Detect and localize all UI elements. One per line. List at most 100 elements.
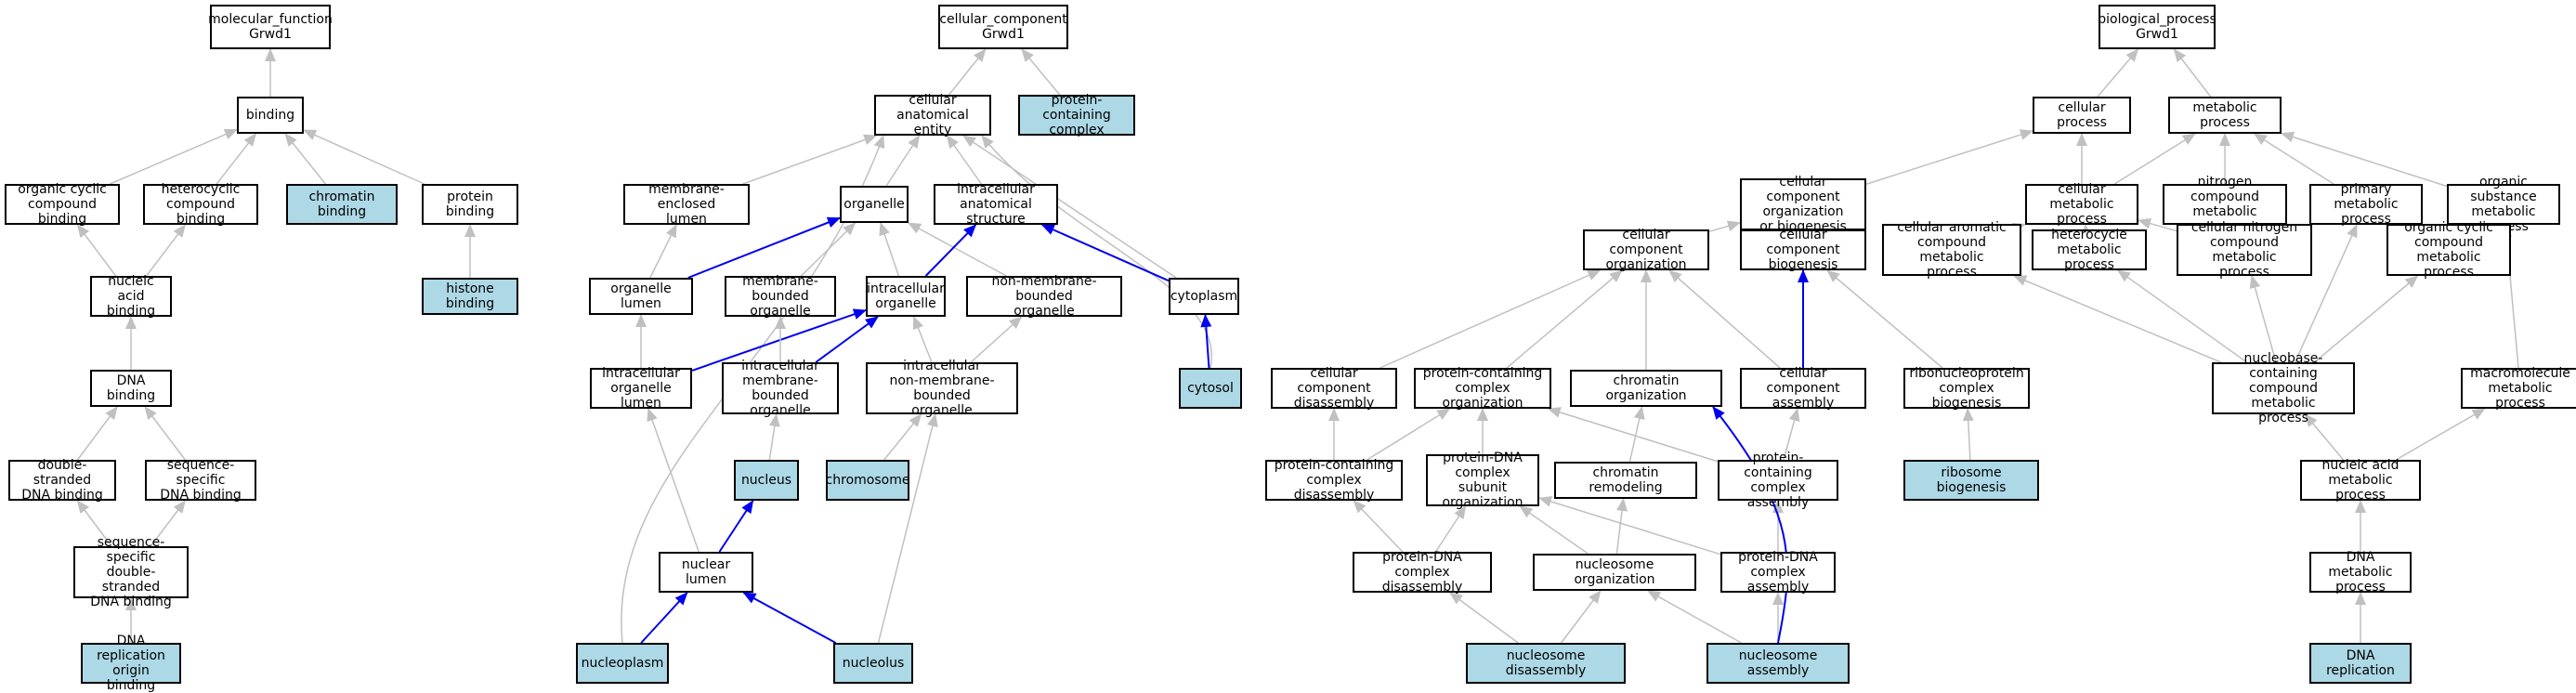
is-a-edge-cc_assembly-to-cc_organization	[1669, 270, 1780, 368]
is-a-edge-pc_organization-to-cc_organization	[1507, 270, 1622, 368]
go-term-node[interactable]: chromatin remodeling	[1554, 462, 1697, 499]
go-term-node[interactable]: metabolic process	[2168, 97, 2282, 134]
go-term-node[interactable]: protein-DNA complex disassembly	[1353, 552, 1492, 593]
is-a-edge-nucleosome_assembly-to-nucleosome_org	[1648, 591, 1742, 643]
go-term-node[interactable]: molecular_function Grwd1	[210, 5, 331, 49]
is-a-edge-intra_non_membrane-to-non_membrane	[971, 317, 1021, 362]
is-a-edge-nucleosome_disassembly-to-pdna_disassembly	[1450, 593, 1518, 643]
go-term-node[interactable]: chromatin binding	[286, 184, 398, 225]
go-term-node[interactable]: chromatin organization	[1570, 370, 1722, 407]
go-term-node[interactable]: membrane-enclosed lumen	[623, 184, 750, 225]
go-term-node[interactable]: heterocyclic compound binding	[143, 184, 258, 225]
go-term-node[interactable]: cellular component disassembly	[1271, 368, 1397, 409]
go-term-node[interactable]: ribonucleoprotein complex biogenesis	[1903, 368, 2030, 409]
go-term-node[interactable]: nucleosome organization	[1533, 554, 1696, 591]
go-term-node[interactable]: nitrogen compound metabolic process	[2163, 184, 2287, 225]
is-a-edge-cell_anat-to-cc_root	[949, 49, 986, 95]
go-term-node[interactable]: nuclear lumen	[659, 552, 753, 593]
is-a-edge-organic_subst_metabolic-to-metabolic_process	[2282, 134, 2447, 187]
go-term-node[interactable]: intracellular non-membrane-bounded organ…	[866, 362, 1018, 414]
go-term-node[interactable]: cellular component assembly	[1740, 368, 1866, 409]
go-term-node[interactable]: cellular metabolic process	[2025, 184, 2138, 225]
go-term-node[interactable]: intracellular anatomical structure	[934, 184, 1058, 225]
go-term-node[interactable]: intracellular organelle lumen	[590, 368, 692, 409]
go-term-node[interactable]: chromosome	[826, 460, 909, 501]
go-term-node[interactable]: nucleolus	[833, 643, 913, 684]
is-a-edge-nucleoplasm-to-nuclear_lumen	[641, 593, 687, 643]
go-term-node[interactable]: protein-DNA complex subunit organization	[1426, 454, 1539, 506]
is-a-edge-chromatin_binding-to-binding	[285, 134, 325, 184]
go-term-node[interactable]: intracellular membrane-bounded organelle	[722, 362, 839, 414]
go-term-node[interactable]: cellular component organization	[1583, 229, 1709, 270]
go-term-node[interactable]: non-membrane-bounded organelle	[966, 276, 1122, 317]
go-term-node[interactable]: DNA replication origin binding	[81, 643, 181, 684]
go-term-node[interactable]: nucleic acid metabolic process	[2300, 460, 2421, 501]
go-term-node[interactable]: nucleus	[734, 460, 799, 501]
go-term-node[interactable]: protein-containing complex disassembly	[1265, 460, 1403, 501]
go-term-node[interactable]: protein-containing complex	[1018, 95, 1135, 136]
is-a-edge-nucleobase-to-heterocycle_metabolic	[2118, 270, 2247, 362]
is-a-edge-nucleobase-to-cell_aromatic	[2014, 276, 2221, 362]
go-term-node[interactable]: membrane-bounded organelle	[725, 276, 836, 317]
go-term-node[interactable]: organic substance metabolic process	[2447, 184, 2560, 225]
go-term-node[interactable]: double-stranded DNA binding	[8, 460, 116, 501]
go-term-node[interactable]: cellular_component Grwd1	[938, 5, 1068, 49]
go-term-node[interactable]: DNA replication	[2309, 643, 2412, 684]
is-a-edge-nucleobase-to-cell_nitrogen	[2252, 276, 2276, 362]
go-term-node[interactable]: nucleic acid binding	[90, 276, 172, 317]
go-term-node[interactable]: cellular nitrogen compound metabolic pro…	[2177, 224, 2312, 276]
go-term-node[interactable]: sequence-specific double-stranded DNA bi…	[73, 546, 189, 598]
go-term-node[interactable]: binding	[237, 97, 304, 134]
is-a-edge-nuclear_lumen-to-intra_organelle_lumen	[648, 409, 699, 552]
go-term-node[interactable]: cellular process	[2033, 97, 2131, 134]
go-term-node[interactable]: biological_process Grwd1	[2099, 5, 2216, 49]
go-term-node[interactable]: primary metabolic process	[2309, 184, 2423, 225]
go-term-node[interactable]: protein-containing complex organization	[1414, 368, 1551, 409]
is-a-edge-chromosome-to-intra_non_membrane	[884, 414, 922, 460]
go-term-node[interactable]: nucleosome disassembly	[1466, 643, 1626, 684]
go-term-node[interactable]: ribosome biogenesis	[1903, 460, 2039, 501]
go-term-node[interactable]: cellular anatomical entity	[874, 95, 991, 136]
is-a-edge-nucleosome_disassembly-to-nucleosome_org	[1562, 591, 1601, 643]
is-a-edge-nuclear_lumen-to-nucleus	[719, 501, 752, 552]
go-term-node[interactable]: intracellular organelle	[866, 276, 946, 317]
go-term-node[interactable]: cellular component biogenesis	[1740, 229, 1866, 270]
is-a-edge-pdna_disassembly-to-pdna_subunit	[1435, 506, 1465, 552]
is-a-edge-nucleic_acid_binding-to-org_cyclic_binding	[77, 225, 115, 276]
go-term-node[interactable]: nucleoplasm	[576, 643, 669, 684]
is-a-edge-non_membrane-to-organelle	[909, 223, 1006, 276]
go-term-node[interactable]: nucleobase-containing compound metabolic…	[2212, 362, 2355, 414]
is-a-edge-metabolic_process-to-bp_root	[2174, 49, 2210, 97]
is-a-edge-org_cyclic_binding-to-binding	[110, 129, 237, 184]
go-term-node[interactable]: cellular aromatic compound metabolic pro…	[1882, 224, 2021, 276]
go-term-node[interactable]: organelle	[840, 186, 909, 223]
go-term-node[interactable]: nucleosome assembly	[1706, 643, 1850, 684]
go-term-node[interactable]: cytoplasm	[1169, 278, 1239, 315]
is-a-edge-pc_assembly-to-pc_organization	[1549, 409, 1718, 462]
is-a-edge-nucleolus-to-nuclear_lumen	[743, 593, 835, 643]
go-term-node[interactable]: heterocycle metabolic process	[2032, 229, 2147, 270]
go-term-node[interactable]: sequence-specific DNA binding	[145, 460, 256, 501]
go-term-node[interactable]: organelle lumen	[589, 278, 693, 315]
is-a-edge-hetero_binding-to-binding	[216, 134, 255, 184]
is-a-edge-intra_anat-to-cell_anat	[948, 136, 982, 184]
go-term-node[interactable]: DNA binding	[90, 370, 172, 407]
go-term-node[interactable]: cytosol	[1179, 368, 1242, 409]
is-a-edge-intra_organelle-to-organelle	[881, 223, 899, 276]
go-term-node[interactable]: organic cyclic compound metabolic proces…	[2386, 224, 2511, 276]
go-term-node[interactable]: cellular component organization or bioge…	[1740, 178, 1866, 230]
go-term-node[interactable]: organic cyclic compound binding	[5, 184, 120, 225]
is-a-edge-cc_disassembly-to-cc_organization	[1380, 270, 1601, 368]
go-term-node[interactable]: histone binding	[422, 278, 518, 315]
is-a-edge-seq_dna_binding-to-dna_binding	[145, 407, 185, 460]
go-term-node[interactable]: protein-containing complex assembly	[1718, 460, 1838, 501]
go-term-node[interactable]: macromolecule metabolic process	[2461, 368, 2576, 409]
go-term-node[interactable]: protein-DNA complex assembly	[1720, 552, 1836, 593]
go-term-node[interactable]: DNA metabolic process	[2309, 552, 2412, 593]
is-a-edge-protein_binding-to-binding	[304, 130, 425, 184]
is-a-edge-nucleus-to-intra_membrane	[769, 414, 776, 460]
go-term-node[interactable]: protein binding	[422, 184, 518, 225]
is-a-edge-nucleic_acid_metabolic-to-macromolecule	[2396, 409, 2485, 460]
is-a-edge-nucleobase-to-organic_cyclic_metabolic	[2314, 276, 2417, 362]
